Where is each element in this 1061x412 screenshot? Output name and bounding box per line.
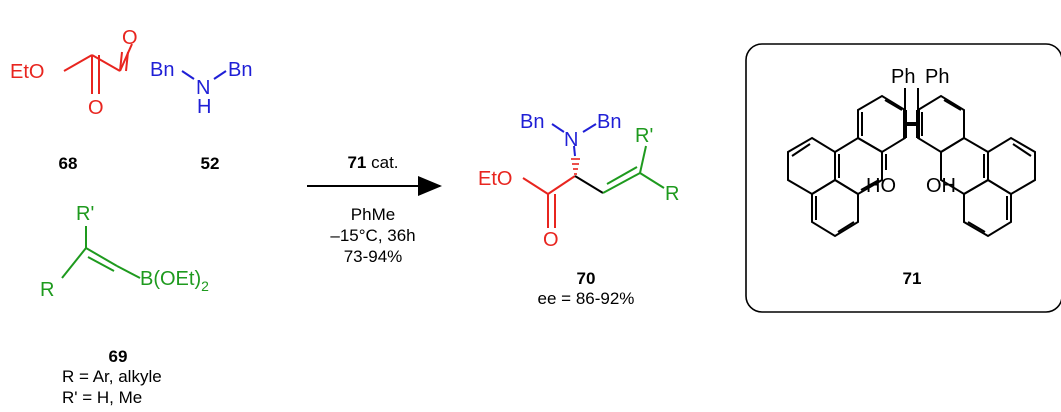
c69-rprime-definition: R' = H, Me [62, 388, 142, 407]
c70-ee: ee = 86-92% [538, 289, 635, 308]
c69-r-definition: R = Ar, alkyle [62, 367, 162, 386]
compound-number-69: 69 [109, 347, 128, 366]
compound-69 [61, 226, 141, 279]
catalyst-box [745, 43, 1061, 313]
c70-n: N [564, 129, 578, 151]
c52-h: H [197, 96, 211, 118]
compound-70 [522, 123, 665, 228]
c52-bn-left: Bn [150, 59, 174, 81]
c71-ph-right: Ph [925, 66, 949, 88]
c68-eto-label: EtO [10, 61, 44, 83]
c52-n: N [196, 77, 210, 99]
yield-label: 73-94% [344, 247, 403, 266]
c70-bn-right: Bn [597, 111, 621, 133]
compound-52 [181, 70, 227, 80]
c70-o: O [543, 229, 559, 251]
compound-number-71: 71 [903, 269, 922, 288]
c69-rprime: R' [76, 203, 94, 225]
c68-carbonyl-o: O [88, 97, 104, 119]
c69-boronate: B(OEt)2 [140, 268, 209, 294]
solvent-label: PhMe [351, 205, 395, 224]
c68-aldehyde-o: O [122, 27, 138, 49]
c70-r: R [665, 183, 679, 205]
compound-68 [63, 43, 133, 94]
temperature-time-label: –15°C, 36h [330, 226, 415, 245]
compound-number-70: 70 [577, 269, 596, 288]
compound-71 [787, 88, 1036, 238]
compound-number-52: 52 [201, 154, 220, 173]
c70-bn-left: Bn [520, 111, 544, 133]
c69-r: R [40, 279, 54, 301]
c71-oh: OH [926, 175, 956, 197]
c70-eto: EtO [478, 168, 512, 190]
catalyst-label: 71 cat. [347, 153, 398, 172]
compound-number-68: 68 [59, 154, 78, 173]
c52-bn-right: Bn [228, 59, 252, 81]
c71-ph-left: Ph [891, 66, 915, 88]
c71-ho: HO [866, 175, 896, 197]
c70-rprime: R' [635, 125, 653, 147]
